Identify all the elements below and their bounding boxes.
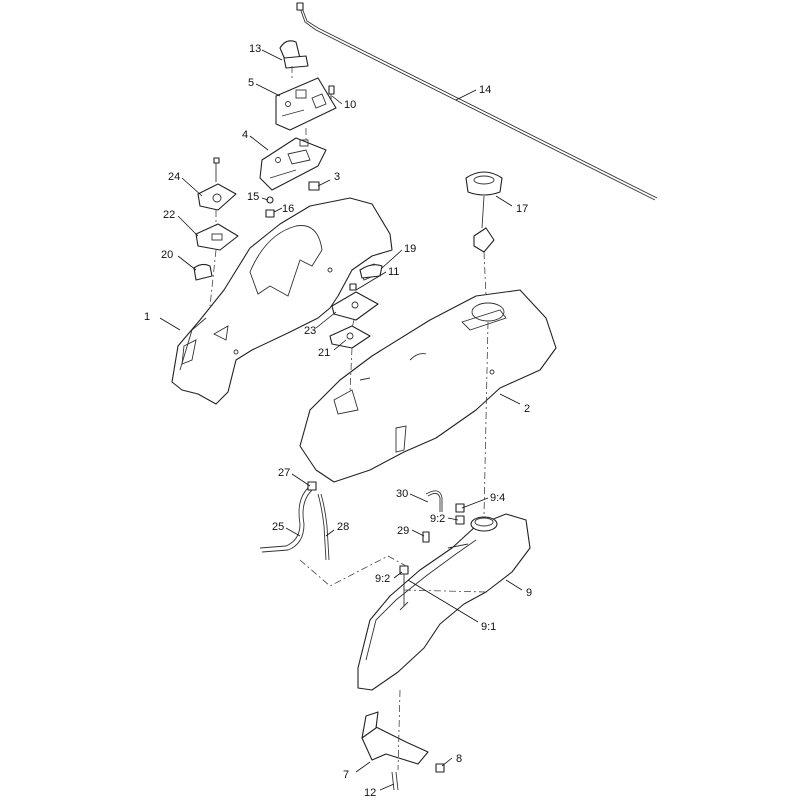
callout-5: 5	[248, 77, 254, 89]
callout-12: 12	[364, 787, 376, 799]
callout-16: 16	[282, 203, 294, 215]
callout-27: 27	[278, 467, 290, 479]
part-20-cap	[193, 263, 213, 281]
part-13-knob	[279, 40, 309, 69]
callout-28: 28	[337, 521, 349, 533]
part-17-fuel-cap	[465, 171, 503, 253]
callout-9-4: 9:4	[490, 492, 505, 504]
callout-15: 15	[247, 191, 259, 203]
callout-2: 2	[524, 403, 530, 415]
assembly-lines	[209, 66, 489, 771]
part-27-clamp	[307, 481, 317, 491]
part-9-4-fitting	[455, 503, 465, 513]
part-1-body	[171, 197, 393, 405]
part-16-bolt	[265, 209, 275, 218]
callout-9-1: 9:1	[481, 621, 496, 633]
part-11-23-bracket	[331, 283, 379, 321]
part-21-pad	[329, 325, 371, 349]
part-25-hose	[259, 487, 313, 553]
part-22-grommet	[195, 223, 239, 251]
part-24-grommet	[197, 157, 237, 211]
part-14-rod	[296, 2, 658, 201]
callout-3: 3	[334, 171, 340, 183]
part-7-bracket	[361, 711, 429, 765]
callout-22: 22	[163, 209, 175, 221]
callout-17: 17	[516, 203, 528, 215]
callout-11: 11	[388, 266, 399, 278]
callout-19: 19	[404, 243, 416, 255]
callout-8: 8	[456, 753, 462, 765]
callout-4: 4	[242, 129, 248, 141]
callout-30: 30	[396, 488, 408, 500]
part-4-plate	[259, 137, 327, 191]
part-10-screw	[328, 85, 335, 100]
callout-10: 10	[344, 99, 356, 111]
callout-9-2-lower: 9:2	[375, 573, 390, 585]
callout-23: 23	[304, 325, 316, 337]
callout-7: 7	[343, 769, 349, 781]
part-19-pad	[359, 264, 383, 279]
callout-14: 14	[479, 84, 491, 96]
callout-29: 29	[397, 525, 409, 537]
part-29-fitting	[422, 531, 430, 543]
part-8-bolt	[435, 763, 445, 773]
callout-9-2-upper: 9:2	[430, 513, 445, 525]
part-30-hose	[425, 490, 443, 512]
callout-1: 1	[144, 311, 150, 323]
part-2-shroud	[299, 289, 557, 483]
leader-lines	[159, 49, 523, 791]
callout-20: 20	[161, 249, 173, 261]
callout-21: 21	[318, 347, 330, 359]
part-5-plate	[275, 77, 337, 131]
part-3-nut	[308, 181, 320, 191]
callout-24: 24	[168, 171, 180, 183]
part-28-line	[317, 493, 330, 561]
callout-labels: 13 5 10 4 3 24 15 16 22 20 14 17 19 11 1…	[144, 43, 532, 799]
part-12-pin	[391, 771, 399, 791]
callout-25: 25	[272, 521, 284, 533]
callout-13: 13	[249, 43, 261, 55]
callout-9: 9	[526, 587, 532, 599]
